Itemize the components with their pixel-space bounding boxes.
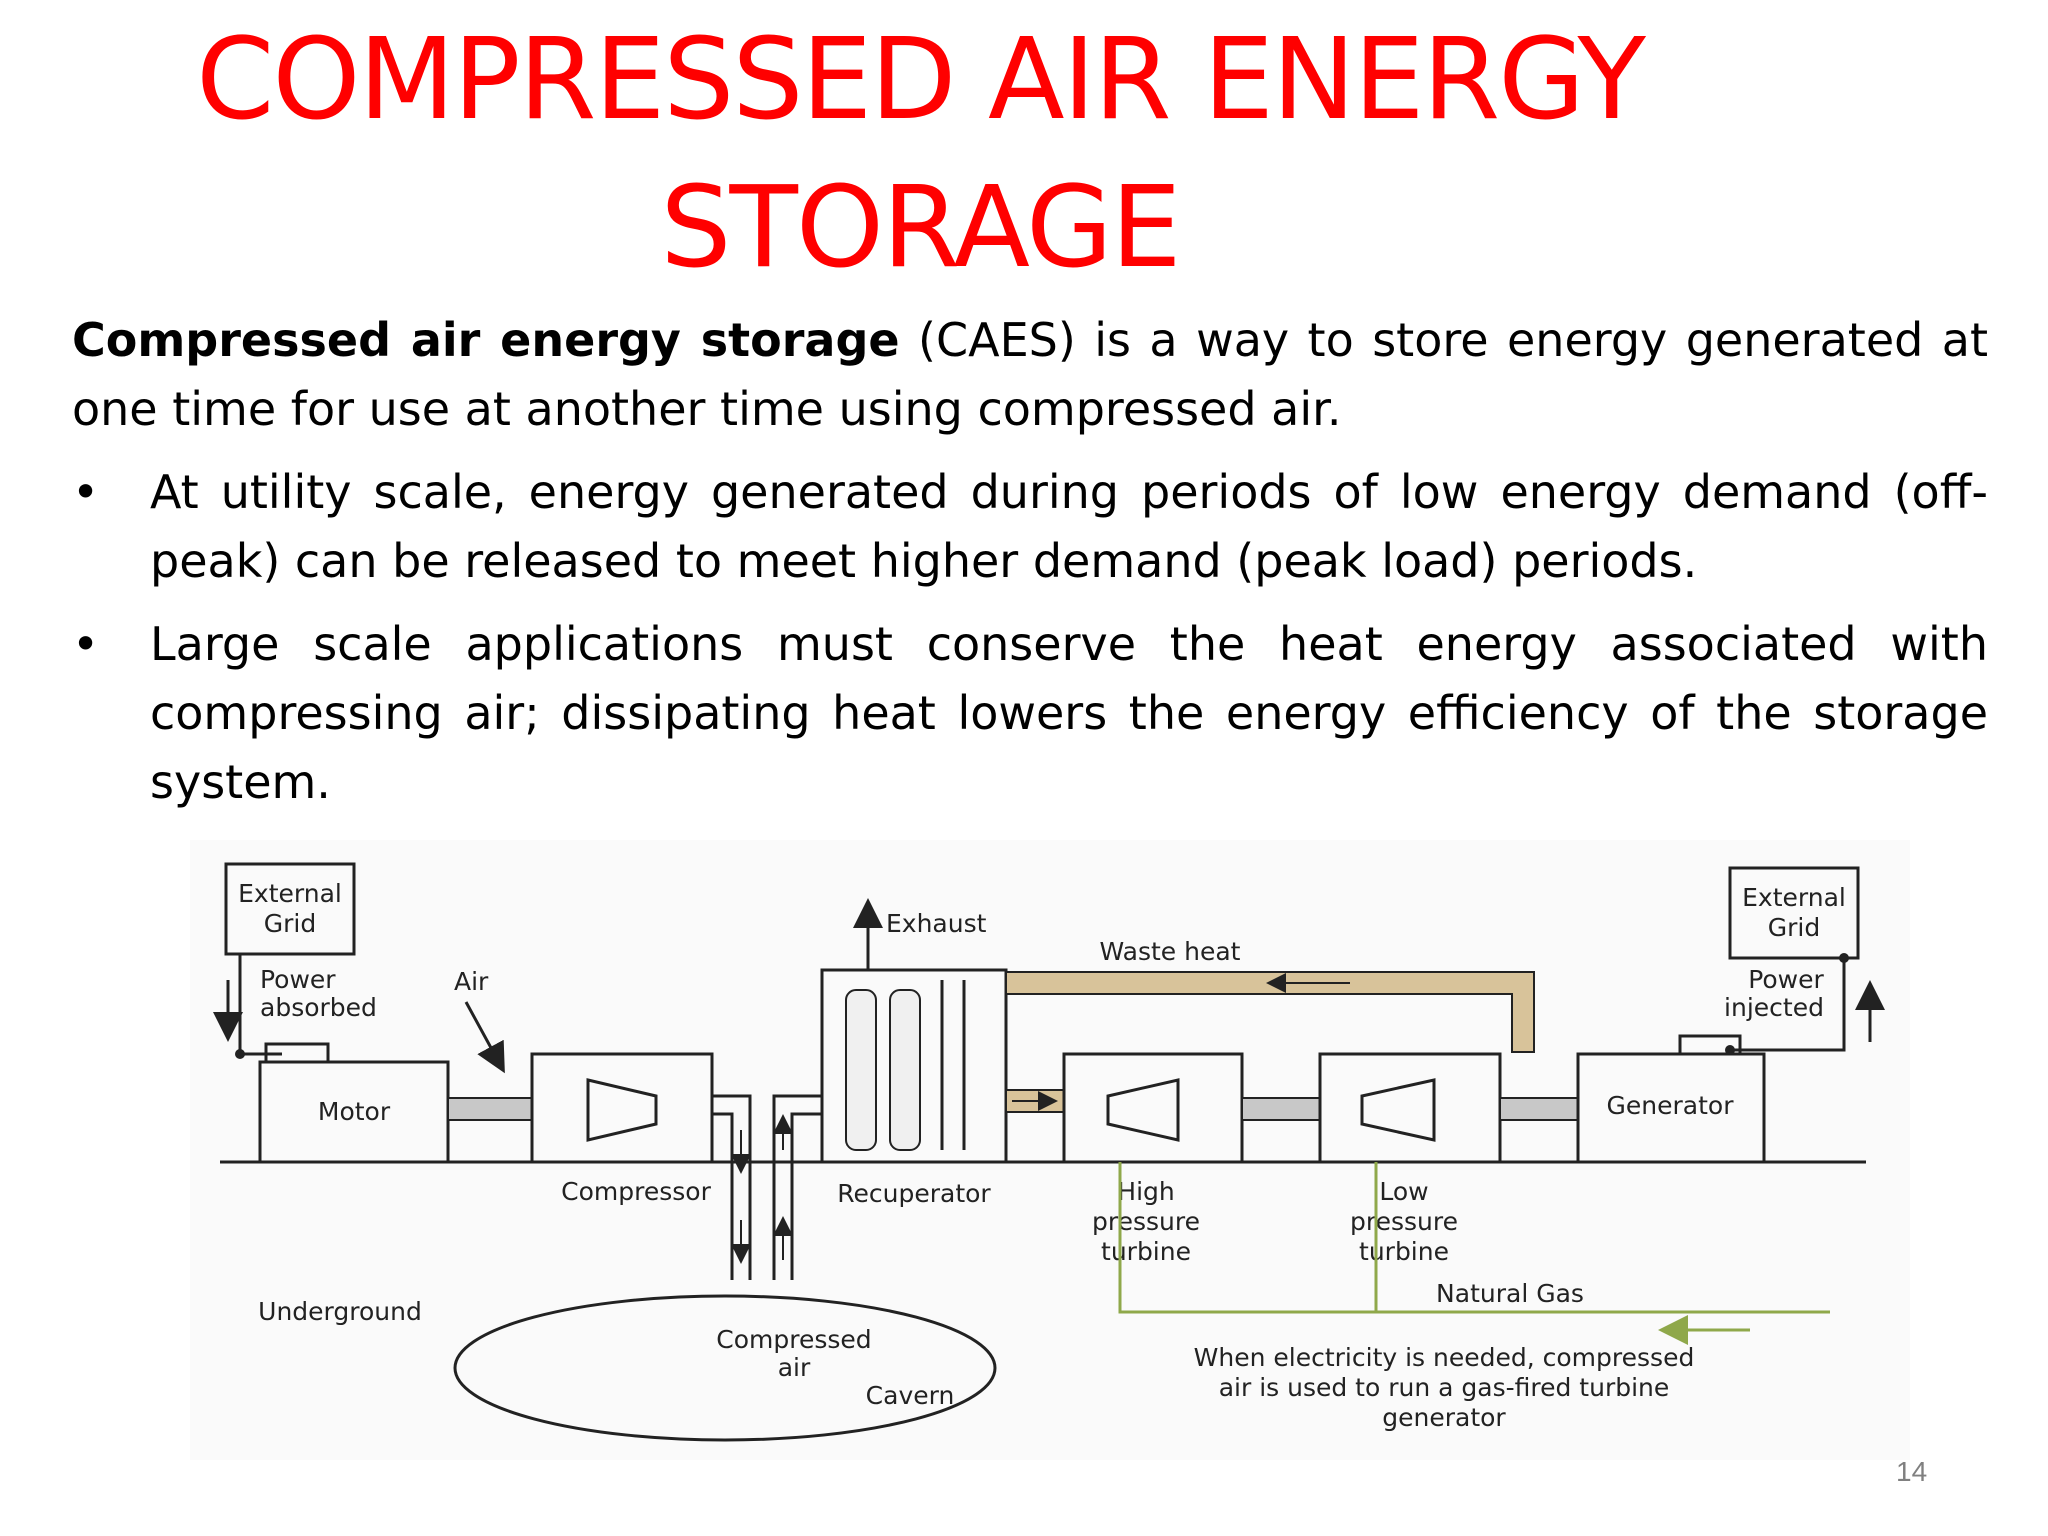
cavern-ellipse [453, 1294, 997, 1442]
shaft-lp-generator [1499, 1097, 1579, 1121]
compressed-air-label-1: Compressed [716, 1325, 871, 1354]
lp-turbine-label-2: pressure [1350, 1207, 1458, 1236]
caes-diagram-svg: External Grid Power absorbed Motor Air C… [213, 862, 1885, 1442]
bullet-item: • Large scale applications must conserve … [72, 610, 1988, 817]
caes-diagram: External Grid Power absorbed Motor Air C… [190, 840, 1910, 1460]
waste-heat-label: Waste heat [1100, 937, 1241, 966]
compressed-air-label-2: air [778, 1353, 811, 1382]
external-grid-right-label-1: External [1742, 883, 1846, 912]
compressor-icon [586, 1078, 658, 1142]
note-line-1: When electricity is needed, compressed [1194, 1343, 1695, 1372]
slide-title: COMPRESSED AIR ENERGY STORAGE [0, 6, 1840, 302]
waste-heat-duct [1005, 971, 1535, 1053]
hp-turbine-box [1062, 1052, 1244, 1164]
compressor-label: Compressor [561, 1177, 711, 1206]
shaft-motor-compressor [447, 1097, 533, 1121]
external-grid-left-label-2: Grid [264, 909, 316, 938]
title-line-2: STORAGE [660, 163, 1181, 293]
lp-turbine-icon [1360, 1078, 1436, 1142]
pipe-up-inner [790, 1112, 822, 1280]
pipe-down-inner [712, 1112, 734, 1280]
power-absorbed-label-2: absorbed [260, 993, 377, 1022]
intro-term: Compressed air energy storage [72, 313, 900, 367]
exhaust-label: Exhaust [886, 909, 987, 938]
hp-turbine-label-3: turbine [1101, 1237, 1191, 1266]
natural-gas-label: Natural Gas [1436, 1279, 1584, 1308]
hp-turbine-label-1: High [1117, 1177, 1174, 1206]
external-grid-left-label-1: External [238, 879, 342, 908]
external-grid-left-box [224, 862, 356, 956]
bullet-text: At utility scale, energy generated durin… [150, 465, 1988, 588]
page-number: 14 [1896, 1456, 1928, 1487]
external-grid-right-label-2: Grid [1768, 913, 1820, 942]
hp-turbine-label-2: pressure [1092, 1207, 1200, 1236]
shaft-hp-lp [1241, 1097, 1321, 1121]
underground-label: Underground [258, 1297, 422, 1326]
power-injected-label-1: Power [1748, 965, 1824, 994]
bullet-marker: • [72, 617, 100, 671]
note-line-3: generator [1382, 1403, 1506, 1432]
generator-terminal [1678, 1034, 1742, 1056]
recuperator-label: Recuperator [837, 1179, 991, 1208]
hp-turbine-icon [1106, 1078, 1180, 1142]
pipe-up-outer [772, 1094, 822, 1280]
bullet-marker: • [72, 465, 100, 519]
motor-label: Motor [318, 1097, 391, 1126]
lp-turbine-label-3: turbine [1359, 1237, 1449, 1266]
intro-definition: (CAES) is a way to store energy generate… [72, 313, 1988, 436]
air-intake-arrow-icon [464, 1001, 505, 1074]
natural-gas-line [1118, 1162, 1830, 1314]
external-grid-right-box [1728, 866, 1860, 960]
slide-body: Compressed air energy storage (CAES) is … [72, 306, 1988, 831]
generator-label: Generator [1607, 1091, 1735, 1120]
wire-node-icon [1725, 1045, 1735, 1055]
compressor-box [530, 1052, 714, 1164]
power-injected-label-2: injected [1724, 993, 1824, 1022]
air-label: Air [454, 967, 489, 996]
power-absorbed-label-1: Power [260, 965, 336, 994]
intro-paragraph: Compressed air energy storage (CAES) is … [72, 306, 1988, 444]
title-line-1: COMPRESSED AIR ENERGY [196, 15, 1646, 145]
lp-turbine-box [1318, 1052, 1502, 1164]
cavern-label: Cavern [866, 1381, 955, 1410]
bullet-item: • At utility scale, energy generated duri… [72, 458, 1988, 596]
lp-turbine-label-1: Low [1379, 1177, 1428, 1206]
pipe-down-outer [712, 1094, 752, 1280]
recuperator-tube [889, 989, 921, 1151]
note-line-2: air is used to run a gas-fired turbine [1219, 1373, 1670, 1402]
bullet-list: • At utility scale, energy generated duri… [72, 458, 1988, 817]
bullet-text: Large scale applications must conserve t… [150, 617, 1988, 809]
recuperator-tube [845, 989, 877, 1151]
wire-node-icon [1839, 953, 1849, 963]
wire-node-icon [235, 1049, 245, 1059]
power-injected-wire [1730, 958, 1846, 1052]
